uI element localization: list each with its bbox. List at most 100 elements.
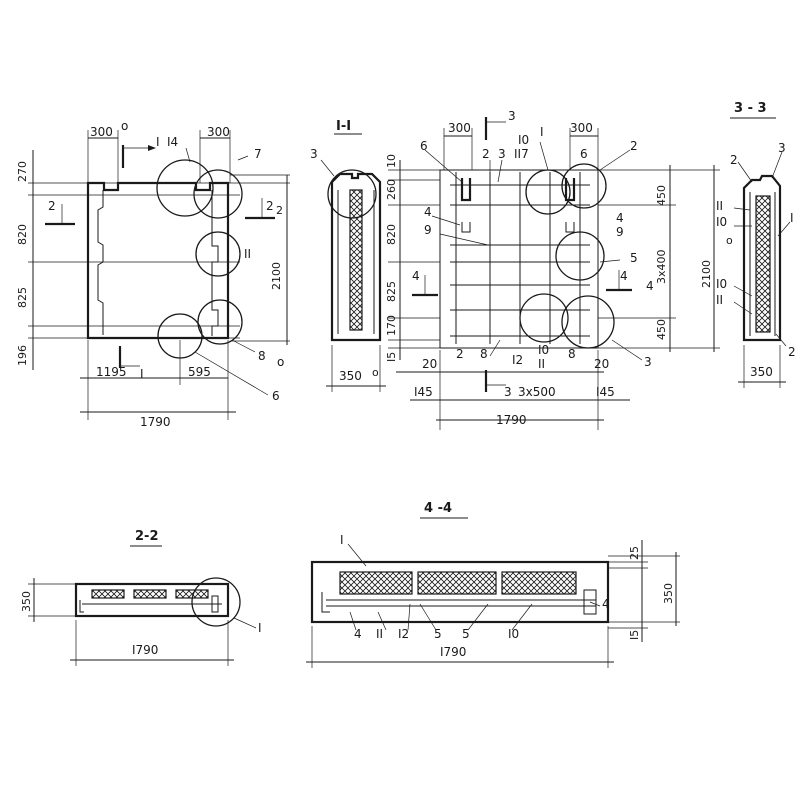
- section-1-1-insulation: [349, 189, 363, 331]
- lifting-loop-right: [564, 178, 576, 202]
- rebar-dim-145-right: I45: [596, 385, 615, 399]
- rebar-callout-2b: 2: [630, 139, 638, 153]
- rebar-dim-260: 260: [385, 179, 398, 200]
- cut-2-right-label: 2: [266, 199, 274, 213]
- section-2-2-insulation-1: [91, 589, 125, 599]
- rebar-callout-6b: 6: [580, 147, 588, 161]
- rebar-callout-9a: 9: [424, 223, 432, 237]
- section-3-3-dim-350: 350: [750, 365, 773, 379]
- callout-circle-8: [197, 299, 243, 345]
- section-4-4-callout-12: I2: [398, 627, 409, 641]
- cut-4-left-label: 4: [412, 269, 420, 283]
- section-4-4-dim-1790: I790: [440, 645, 466, 659]
- section-1-1-callout-3: 3: [310, 147, 318, 161]
- callout-circle-11: [195, 231, 241, 277]
- rebar-callout-2c: 2: [456, 347, 464, 361]
- dim-270: 270: [16, 161, 29, 182]
- rebar-dim-3x400: 3x400: [655, 249, 668, 284]
- rebar-callout-circle-e: [561, 295, 615, 349]
- rebar-dim-145-left: I45: [414, 385, 433, 399]
- rebar-callout-117: II7: [514, 147, 529, 161]
- section-3-3-callout-2b: 2: [788, 345, 796, 359]
- rebar-callout-circle-d: [519, 293, 569, 343]
- section-3-3-callout-2: 2: [730, 153, 738, 167]
- rebar-dim-20-right: 20: [594, 357, 609, 371]
- rebar-dim-2100: 2100: [700, 260, 713, 288]
- dim-820: 820: [16, 224, 29, 245]
- section-2-2-dim-1790: I790: [132, 643, 158, 657]
- section-4-4-dim-25: 25: [628, 546, 641, 560]
- callout-circle-7: [193, 169, 243, 219]
- rebar-dim-170: 170: [385, 315, 398, 336]
- callout-6-label: 6: [272, 389, 280, 403]
- rebar-callout-circle-c: [555, 231, 605, 281]
- rebar-callout-8a: 8: [480, 347, 488, 361]
- dim-2100: 2100: [270, 262, 283, 290]
- rebar-callout-5: 5: [630, 251, 638, 265]
- callout-circle-6: [157, 313, 203, 359]
- callout-circle-14: [156, 159, 214, 217]
- rebar-callout-8b: 8: [568, 347, 576, 361]
- dim-300-right: 300: [207, 125, 230, 139]
- section-4-4-title: 4 -4: [424, 501, 452, 516]
- section-2-2-dim-350: 350: [20, 591, 33, 612]
- section-3-3-view: 3 - 3 2 3 II I0 o I I0 II 2 350: [716, 101, 796, 388]
- elevation-right-edge-profile: [211, 190, 219, 336]
- rebar-dim-1790: 1790: [496, 413, 527, 427]
- cut-1-rebar-label: I: [540, 125, 544, 139]
- rebar-dim-450-top: 450: [655, 185, 668, 206]
- section-3-3-title: 3 - 3: [734, 101, 767, 116]
- rebar-dim-10: 10: [385, 154, 398, 168]
- rebar-callout-3b: 3: [644, 355, 652, 369]
- dim-sup-o: o: [121, 119, 128, 133]
- elevation-left-edge-profile: [97, 190, 104, 335]
- lifting-loop-left: [460, 178, 472, 202]
- section-3-3-callout-10a: I0: [716, 215, 727, 229]
- dim-300-left: 300: [90, 125, 113, 139]
- section-4-4-dim-350: 350: [662, 583, 675, 604]
- cut-3-top-label: 3: [508, 109, 516, 123]
- rebar-dim-820: 820: [385, 224, 398, 245]
- reinforcement-panel-outline: [439, 169, 599, 349]
- section-4-4-callout-5b: 5: [462, 627, 470, 641]
- section-4-4-callout-10: I0: [508, 627, 519, 641]
- section-3-3-outline: [742, 174, 782, 342]
- section-1-1-sup-o: o: [372, 366, 379, 379]
- section-1-1-callout-circle-3: [327, 169, 377, 219]
- section-2-2-title: 2-2: [135, 529, 159, 544]
- section-3-3-insulation: [755, 195, 771, 333]
- section-4-4-callout-5a: 5: [434, 627, 442, 641]
- rebar-callout-4c: 4: [646, 279, 654, 293]
- rebar-callout-6: 6: [420, 139, 428, 153]
- callout-7-label: 7: [254, 147, 262, 161]
- rebar-callout-9b: 9: [616, 225, 624, 239]
- rebar-dim-450-bottom: 450: [655, 319, 668, 340]
- rebar-callout-10b: I0: [538, 343, 549, 357]
- rebar-callout-3a: 3: [498, 147, 506, 161]
- cut-3-bottom-label: 3: [504, 385, 512, 399]
- section-2-2-view: 2-2 350 I790 I: [20, 529, 262, 666]
- callout-11-label: II: [244, 247, 251, 261]
- section-4-4-insulation-1: [339, 571, 413, 595]
- callout-14-label: I4: [167, 135, 178, 149]
- elevation-view: 300 o 300 I I4 7 II 8 o 6 2 2 2 I 1195 5…: [16, 119, 290, 429]
- dim-1790: 1790: [140, 415, 171, 429]
- rebar-dim-20-left: 20: [422, 357, 437, 371]
- section-1-1-title: I-I: [336, 119, 351, 134]
- section-4-4-callout-1: I: [340, 533, 344, 547]
- cut-1-top-label: I: [156, 135, 160, 149]
- section-4-4-callout-4a: 4: [354, 627, 362, 641]
- rebar-callout-11b: II: [538, 357, 545, 371]
- section-1-1-view: I-I 3 350 o: [310, 119, 386, 392]
- section-3-3-callout-10b: I0: [716, 277, 727, 291]
- rebar-callout-4b: 4: [616, 211, 624, 225]
- section-3-3-callout-11b: II: [716, 293, 723, 307]
- rebar-callout-4a: 4: [424, 205, 432, 219]
- section-2-2-callout-1: I: [258, 621, 262, 635]
- rebar-dim-300-left: 300: [448, 121, 471, 135]
- section-2-2-insulation-2: [133, 589, 167, 599]
- dim-1195: 1195: [96, 365, 127, 379]
- section-1-1-dim-350: 350: [339, 369, 362, 383]
- section-4-4-callout-4b: 4: [602, 597, 610, 611]
